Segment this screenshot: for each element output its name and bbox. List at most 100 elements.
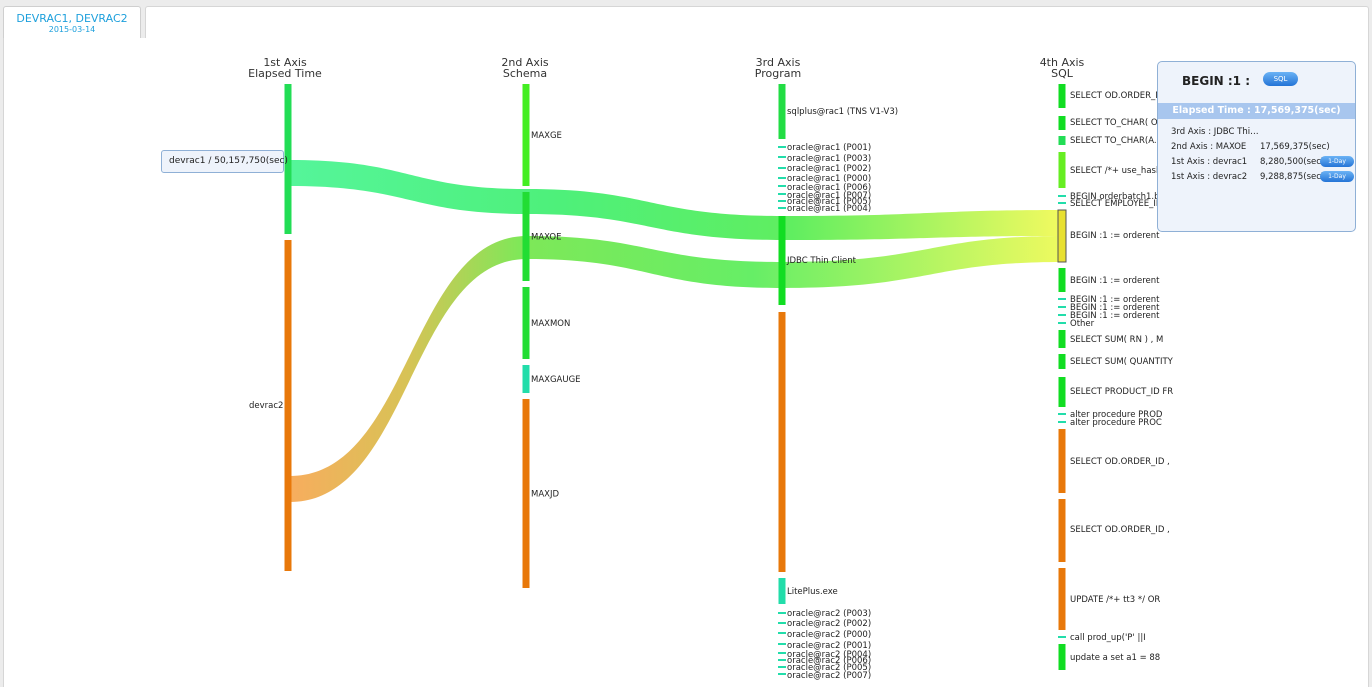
axis4-node-label: BEGIN :1 := orderent [1070,295,1160,305]
axis3-sub: Program [755,67,801,80]
flow-devrac1-maxoe[interactable] [290,160,1062,240]
axis3-node[interactable] [778,84,786,139]
axis2-node-label: MAXGAUGE [531,375,581,385]
axis3-node-label: oracle@rac2 (P006) [787,656,871,666]
axis2-node[interactable] [522,287,530,359]
axis3-node-label: oracle@rac2 (P001) [787,641,871,651]
axis3-node-label: oracle@rac2 (P007) [787,671,871,681]
tab-devrac[interactable]: DEVRAC1, DEVRAC2 2015-03-14 [3,6,141,38]
tooltip-row-value: 17,569,375(sec) [1260,142,1330,152]
axis4-node-label: UPDATE /*+ tt3 */ OR [1070,595,1160,605]
axis4-node[interactable] [1058,330,1066,348]
axis2-node-label: MAXOE [531,233,562,243]
axis2-node[interactable] [522,399,530,588]
axis2-node-label: MAXGE [531,131,562,141]
axis3-node-label: oracle@rac2 (P000) [787,630,871,640]
axis1-label: 1st Axis [263,56,307,69]
tab-bar-empty [145,6,1369,38]
axis4-node[interactable] [1058,644,1066,670]
axis4-node[interactable] [1058,84,1066,108]
axis4-node-label: alter procedure PROD [1070,410,1163,420]
axis4-node-label: SELECT OD.ORDER_ID , [1070,525,1170,535]
tooltip-row-label: 1st Axis : devrac2 [1171,172,1248,182]
axis3-node-label: oracle@rac1 (P005) [787,197,871,207]
axis4-node[interactable] [1058,210,1066,262]
axis2-node[interactable] [522,365,530,393]
tooltip-row-value: 8,280,500(sec) [1260,157,1325,167]
axis4-node-label: BEGIN :1 := orderent [1070,303,1160,313]
tooltip-row-label: 1st Axis : devrac1 [1171,157,1248,167]
axis3-node-label: oracle@rac1 (P003) [787,154,871,164]
axis4-node-label: Other [1070,319,1095,329]
axis2-node-label: MAXJD [531,490,559,500]
axis3-node-label: oracle@rac2 (P003) [787,609,871,619]
axis3-node[interactable] [778,312,786,572]
axis4-node[interactable] [1058,499,1066,562]
axis2-node[interactable] [522,192,530,281]
axis3-node-label: oracle@rac1 (P001) [787,143,871,153]
axis4-node-label: SELECT EMPLOYEE_ID [1070,199,1163,209]
tooltip-title: BEGIN :1 : [1182,74,1251,88]
axis4-node-label: SELECT SUM( QUANTITY [1070,357,1174,367]
axis3-node-label: oracle@rac1 (P000) [787,174,871,184]
tooltip-row-label: 3rd Axis : JDBC Thi… [1171,127,1259,137]
axis4-node[interactable] [1058,354,1066,369]
axis2-node[interactable] [522,84,530,186]
axis3-node-label: oracle@rac2 (P004) [787,650,871,660]
tooltip-row-value: 9,288,875(sec) [1260,172,1325,182]
axis4-node-label: SELECT SUM( RN ) , M [1070,335,1163,345]
axis3-node-label: oracle@rac1 (P007) [787,191,871,201]
axis4-node-label: BEGIN :1 := orderent [1070,276,1160,286]
axis2-node-label: MAXMON [531,319,570,329]
sql-button[interactable]: SQL [1263,72,1298,86]
axis2-sub: Schema [503,67,547,80]
axis3-node[interactable] [778,578,786,604]
one-day-button[interactable]: 1-Day [1320,156,1354,167]
axis3-node-label: JDBC Thin Client [786,256,857,266]
one-day-button[interactable]: 1-Day [1320,171,1354,182]
axis4-node-label: BEGIN :1 := orderent [1070,311,1160,321]
axis4-node-label: SELECT /*+ use_hash( [1070,166,1165,176]
axis4-node[interactable] [1058,568,1066,630]
axis1-node[interactable] [284,84,292,234]
axis4-label: 4th Axis [1040,56,1085,69]
axis4-node[interactable] [1058,377,1066,407]
tab-bar: DEVRAC1, DEVRAC2 2015-03-14 [0,0,1372,38]
axis4-sub: SQL [1051,67,1074,80]
axis4-node-label: BEGIN :1 := orderent [1070,231,1160,241]
axis4-node[interactable] [1058,429,1066,493]
axis4-node-label: SELECT OD.ORDER_MO [1070,91,1170,101]
axis1-node-label: devrac2 [249,401,283,411]
axis4-node[interactable] [1058,136,1066,145]
axis3-label: 3rd Axis [756,56,801,69]
axis3-node-label: oracle@rac1 (P006) [787,183,871,193]
axis3-node-label: LitePlus.exe [787,587,838,597]
axis4-node-label: SELECT OD.ORDER_ID , [1070,457,1170,467]
tooltip-elapsed-band: Elapsed Time : 17,569,375(sec) [1158,103,1355,119]
axis4-node[interactable] [1058,152,1066,188]
tab-date: 2015-03-14 [48,25,96,34]
axis4-node-label: SELECT PRODUCT_ID FR [1070,387,1173,397]
axis4-node-label: SELECT TO_CHAR(A.OR [1070,136,1169,146]
detail-tooltip: BEGIN :1 : SQL Elapsed Time : 17,569,375… [1157,61,1356,232]
axis4-node[interactable] [1058,116,1066,130]
selected-node-outline [1057,209,1067,263]
axis4-node-label: alter procedure PROC [1070,418,1162,428]
tooltip-row-label: 2nd Axis : MAXOE [1171,142,1247,152]
axis4-node-label: update a set a1 = 88 [1070,653,1160,663]
axis4-node-label: SELECT TO_CHAR( ORD [1070,118,1170,128]
axis1-node[interactable] [284,240,292,571]
axis4-node-label: BEGIN orderbatch1.b [1070,192,1160,202]
axis3-node-label: oracle@rac1 (P004) [787,204,871,214]
tab-title: DEVRAC1, DEVRAC2 [16,12,128,25]
hover-callout-devrac1: devrac1 / 50,157,750(sec) [161,150,288,173]
axis4-node-label: call prod_up('P' ||I [1070,633,1146,643]
axis3-node-label: oracle@rac2 (P002) [787,619,871,629]
flow-devrac2-maxoe[interactable] [290,236,1062,502]
axis2-label: 2nd Axis [501,56,549,69]
axis4-node[interactable] [1058,268,1066,292]
axis3-node[interactable] [778,216,786,305]
chart-panel [3,38,1369,687]
axis3-node-label: sqlplus@rac1 (TNS V1-V3) [787,107,898,117]
